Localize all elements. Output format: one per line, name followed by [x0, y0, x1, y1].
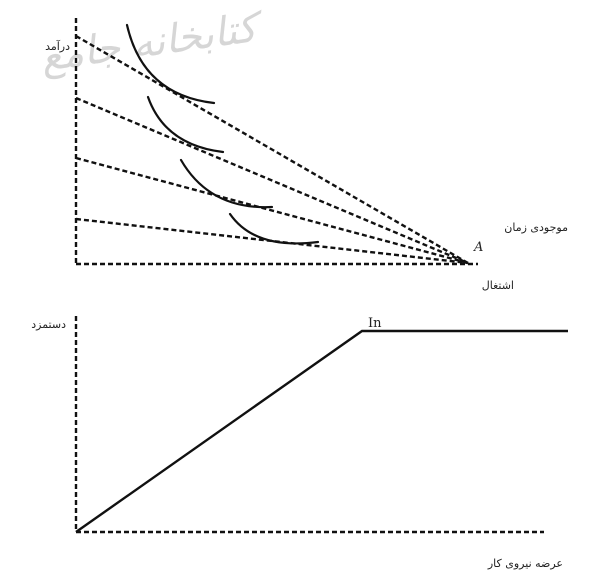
watermark: ﻛﺘﺎﺑﺨﺎﻧﻪ ﺟﺎﻣﻊ [38, 4, 268, 81]
indifference-curve-1 [125, 23, 216, 105]
labor-supply-curve [75, 329, 568, 533]
top-panel: درآمد موجودی زمان A اشتغال [45, 18, 568, 292]
indifference-curve-4 [228, 212, 320, 245]
budget-line-3 [75, 156, 469, 265]
top-y-axis-label: درآمد [45, 39, 70, 53]
budget-line-2 [75, 96, 469, 265]
budget-line-4 [75, 217, 469, 265]
bottom-x-axis-label: عرضه نیروی کار [487, 557, 563, 570]
budget-line-1 [75, 34, 469, 265]
time-endowment-label: موجودی زمان [504, 221, 568, 234]
indifference-curve-2 [146, 95, 225, 154]
kink-label: In [368, 316, 382, 331]
top-x-axis-label: اشتغال [482, 279, 514, 292]
bottom-y-axis-label: دستمزد [31, 318, 66, 331]
indifference-curve-3 [179, 158, 274, 209]
bottom-panel: دستمزد In عرضه نیروی کار [31, 316, 568, 570]
point-a-label: A [473, 240, 483, 255]
